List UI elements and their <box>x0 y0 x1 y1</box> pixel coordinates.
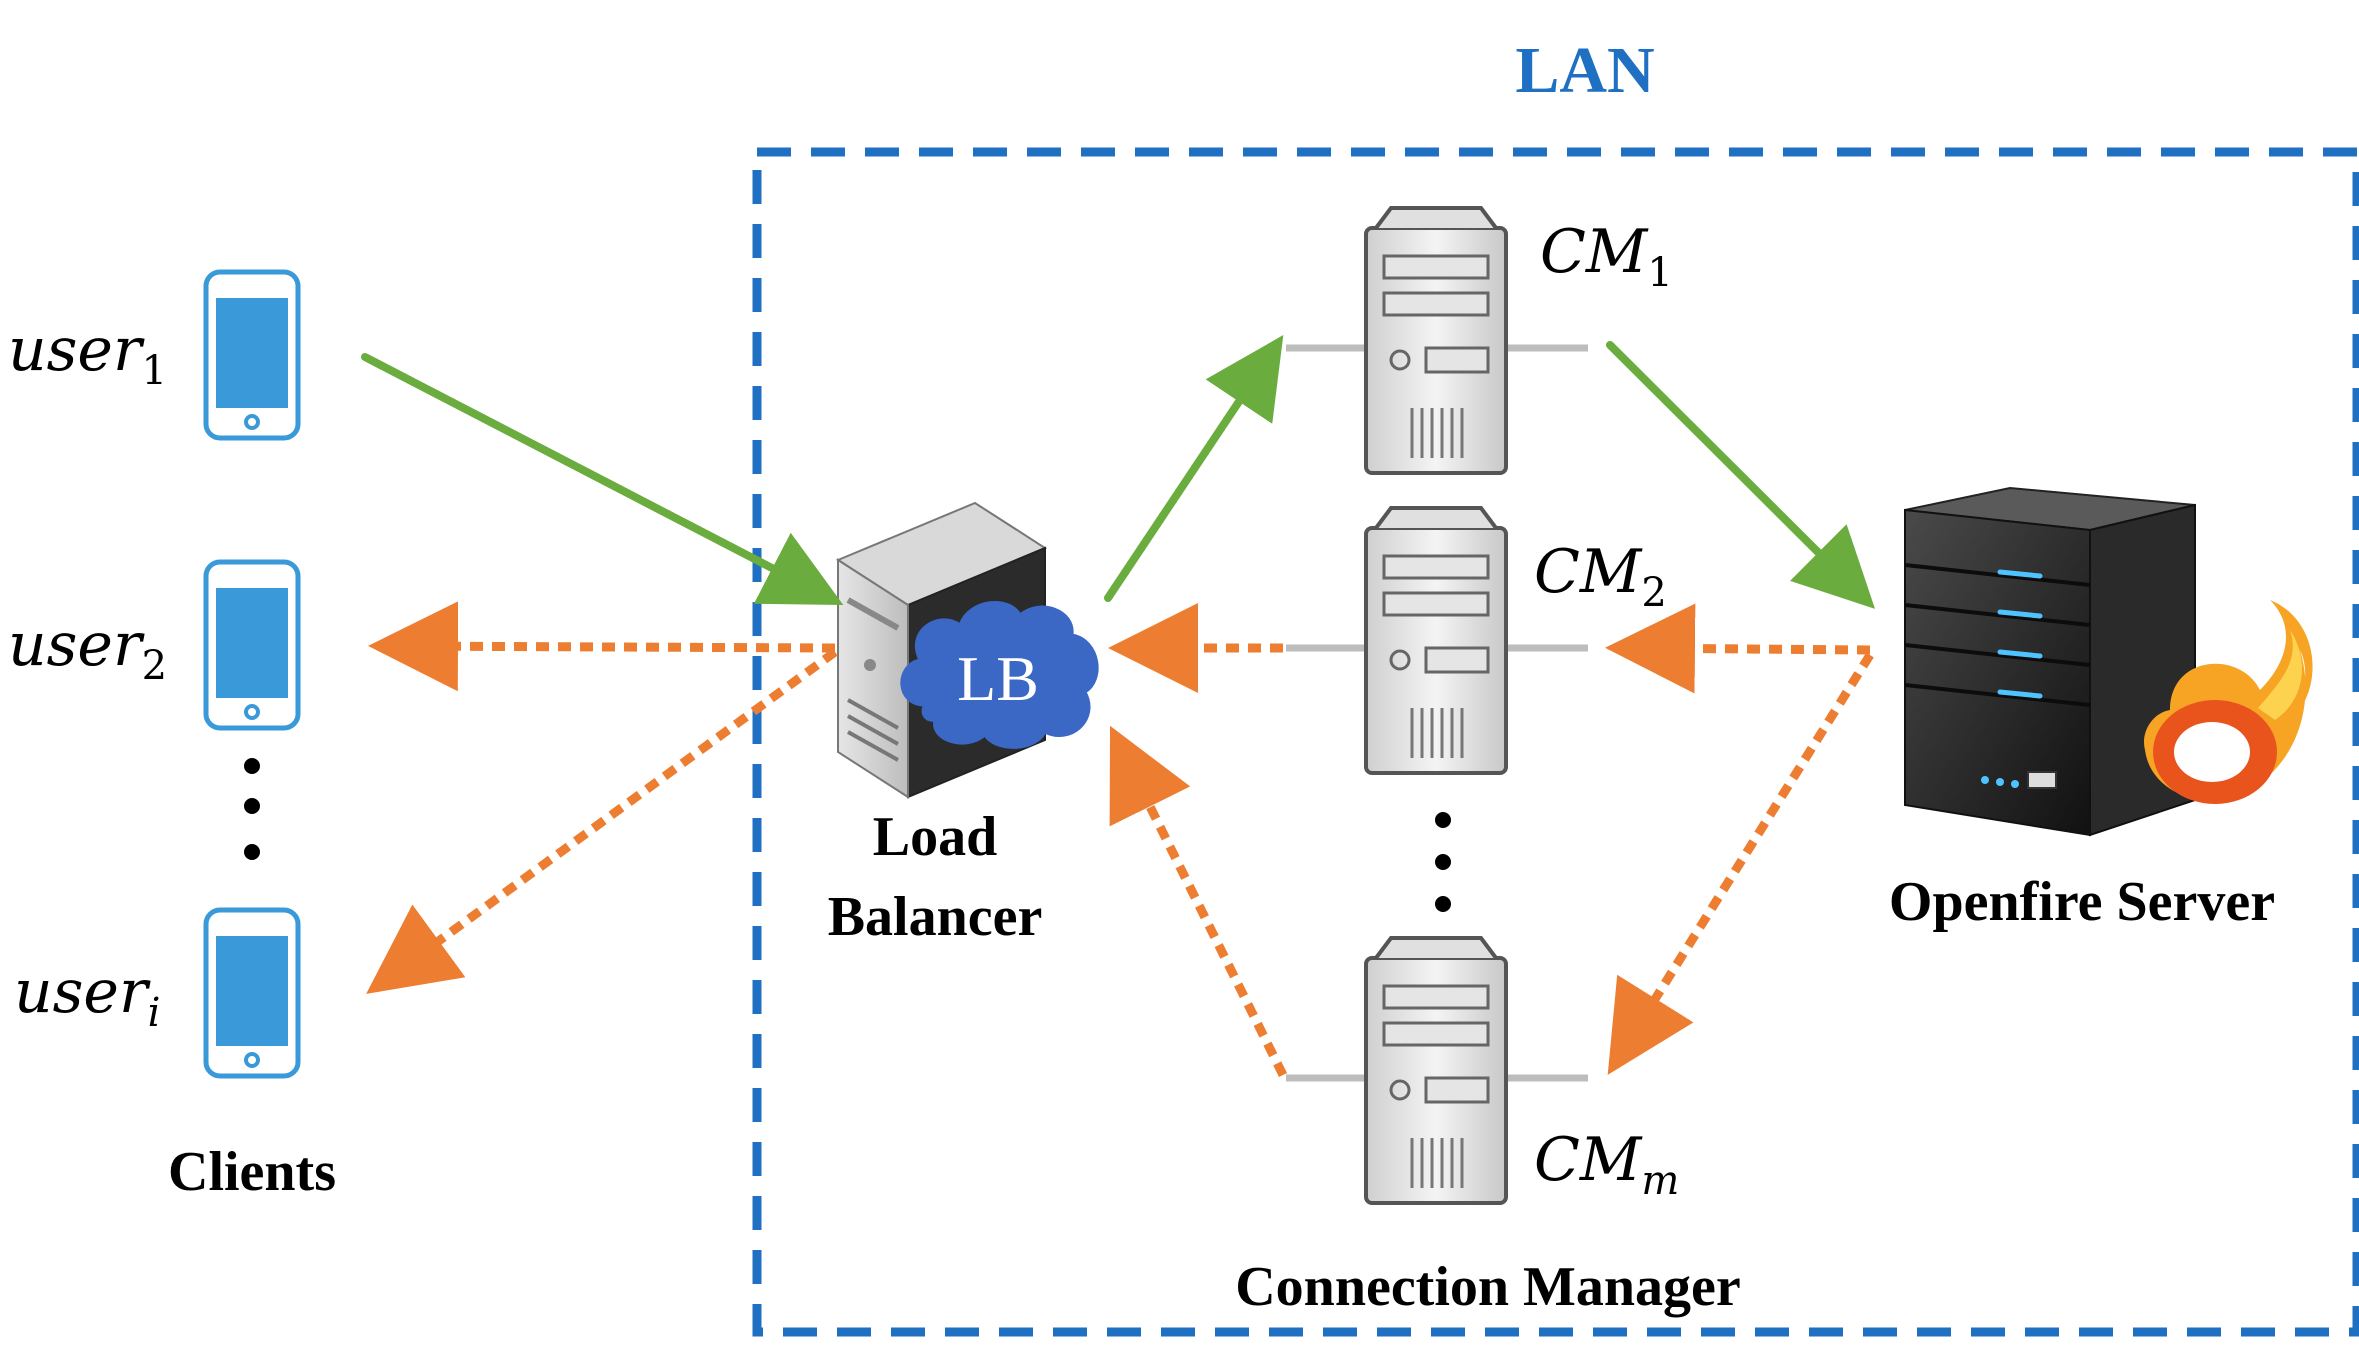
openfire-server-label: Openfire Server <box>1889 871 2275 933</box>
phone-icon-user1 <box>203 269 301 441</box>
user-label-i: useri <box>14 957 160 1036</box>
arrow-openfire-to-cmm <box>1607 652 1874 1075</box>
cm-label-2: CM2 <box>1534 537 1667 616</box>
arrow-cmm-to-lb <box>1109 725 1288 1077</box>
response-arrows <box>366 601 1874 1077</box>
arrow-lb-to-cm1 <box>1104 335 1284 602</box>
openfire-server-icon <box>1904 486 2196 837</box>
cm-label-1: CM1 <box>1540 217 1673 296</box>
clients-label: Clients <box>168 1141 336 1203</box>
cm-label-m: CMm <box>1534 1125 1679 1204</box>
user-label-1: user1 <box>8 315 167 394</box>
phone-icon-user2 <box>203 559 301 731</box>
lb-label-line1: Load <box>873 806 998 868</box>
arrow-user1-to-lb <box>361 353 844 606</box>
server-icon-cm2 <box>1286 506 1588 775</box>
user-label-2: user2 <box>8 610 167 689</box>
arrow-cm1-to-openfire <box>1606 341 1876 609</box>
phone-icon-useri <box>203 907 301 1079</box>
arrow-openfire-to-cm2 <box>1605 603 1871 694</box>
arrow-lb-to-useri <box>366 648 838 994</box>
lb-label-line2: Balancer <box>828 886 1043 948</box>
cm-ellipsis <box>1435 812 1451 912</box>
openfire-flame-logo-icon <box>2144 600 2313 804</box>
lb-badge: LB <box>957 643 1039 714</box>
arrow-lb-to-user2 <box>368 601 836 692</box>
lan-boundary <box>752 147 2359 1337</box>
clients-ellipsis <box>244 758 260 860</box>
lan-title: LAN <box>1515 34 1654 107</box>
load-balancer-cloud-icon <box>900 601 1099 749</box>
server-icon-cmm <box>1286 936 1588 1205</box>
request-arrows <box>361 335 1876 609</box>
server-icon-cm1 <box>1286 206 1588 475</box>
connection-manager-label: Connection Manager <box>1235 1256 1741 1318</box>
